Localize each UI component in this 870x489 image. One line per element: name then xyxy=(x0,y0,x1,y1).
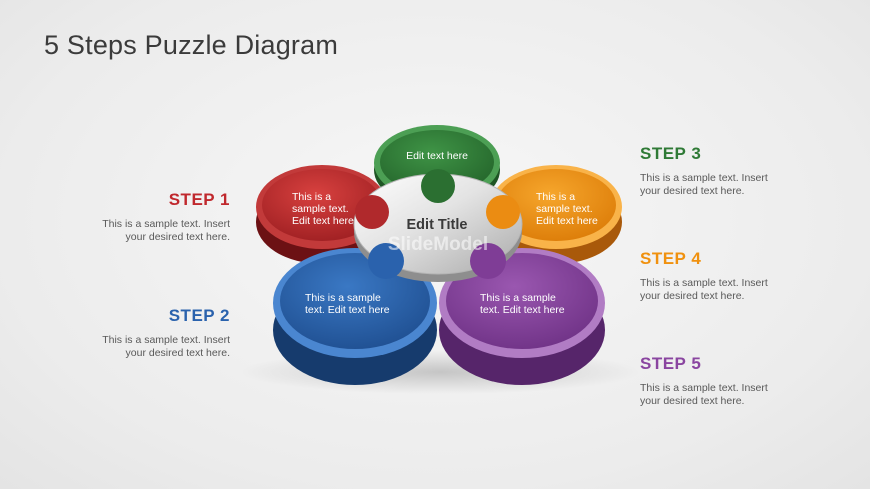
center-knob-blue xyxy=(368,243,404,279)
step-5-heading: STEP 5 xyxy=(640,354,702,373)
step-5-block: STEP 5 This is a sample text. Insert you… xyxy=(640,354,870,407)
step-4-desc-line-2: your desired text here. xyxy=(640,289,745,302)
petal-step-5-text-line-2: text. Edit text here xyxy=(480,304,565,316)
step-2-description: This is a sample text. Insert your desir… xyxy=(0,334,230,359)
step-3-block: STEP 3 This is a sample text. Insert you… xyxy=(640,144,870,197)
step-5-desc-line-2: your desired text here. xyxy=(640,394,745,407)
petal-step-2-text-line-2: text. Edit text here xyxy=(305,304,390,316)
step-4-description: This is a sample text. Insert your desir… xyxy=(640,277,870,302)
petal-step-2 xyxy=(273,248,437,385)
center-knob-orange xyxy=(486,195,520,229)
step-2-desc-line-2: your desired text here. xyxy=(125,346,230,359)
step-1-block: STEP 1 This is a sample text. Insert you… xyxy=(0,190,230,243)
petal-step-4-face xyxy=(496,169,616,241)
step-5-desc-line-1: This is a sample text. Insert xyxy=(640,382,768,394)
step-2-block: STEP 2 This is a sample text. Insert you… xyxy=(0,306,230,359)
step-3-description: This is a sample text. Insert your desir… xyxy=(640,172,870,197)
center-knob-green xyxy=(421,169,455,203)
petal-step-1-text-line-2: sample text. xyxy=(292,203,349,215)
step-1-description: This is a sample text. Insert your desir… xyxy=(0,218,230,243)
petal-step-4 xyxy=(490,165,622,264)
center-knob-purple xyxy=(470,243,506,279)
center-piece: SlideModel Edit Title xyxy=(353,169,523,282)
watermark-text: SlideModel xyxy=(388,234,488,255)
step-1-desc-line-2: your desired text here. xyxy=(125,230,230,243)
step-3-desc-line-2: your desired text here. xyxy=(640,184,745,197)
petal-step-1-text-line-1: This is a xyxy=(292,191,331,203)
petal-step-1-text-line-3: Edit text here xyxy=(292,215,354,227)
step-4-heading: STEP 4 xyxy=(640,249,702,268)
petal-step-4-text-line-2: sample text. xyxy=(536,203,593,215)
petal-step-5-text-line-1: This is a sample xyxy=(480,292,556,304)
slide-title: 5 Steps Puzzle Diagram xyxy=(44,30,339,60)
step-4-desc-line-1: This is a sample text. Insert xyxy=(640,277,768,289)
petal-step-3-text-line-1: Edit text here xyxy=(406,150,468,162)
petal-step-4-text-line-3: Edit text here xyxy=(536,215,598,227)
step-4-block: STEP 4 This is a sample text. Insert you… xyxy=(640,249,870,302)
step-2-heading: STEP 2 xyxy=(168,306,230,325)
petal-step-1-face xyxy=(262,169,382,241)
center-knob-red xyxy=(355,195,389,229)
petal-step-2-text-line-1: This is a sample xyxy=(305,292,381,304)
step-2-desc-line-1: This is a sample text. Insert xyxy=(102,334,230,346)
center-title: Edit Title xyxy=(407,217,468,233)
step-3-heading: STEP 3 xyxy=(640,144,702,163)
step-1-desc-line-1: This is a sample text. Insert xyxy=(102,218,230,230)
step-1-heading: STEP 1 xyxy=(168,190,230,209)
petal-step-4-text-line-1: This is a xyxy=(536,191,575,203)
step-3-desc-line-1: This is a sample text. Insert xyxy=(640,172,768,184)
step-5-description: This is a sample text. Insert your desir… xyxy=(640,382,870,407)
